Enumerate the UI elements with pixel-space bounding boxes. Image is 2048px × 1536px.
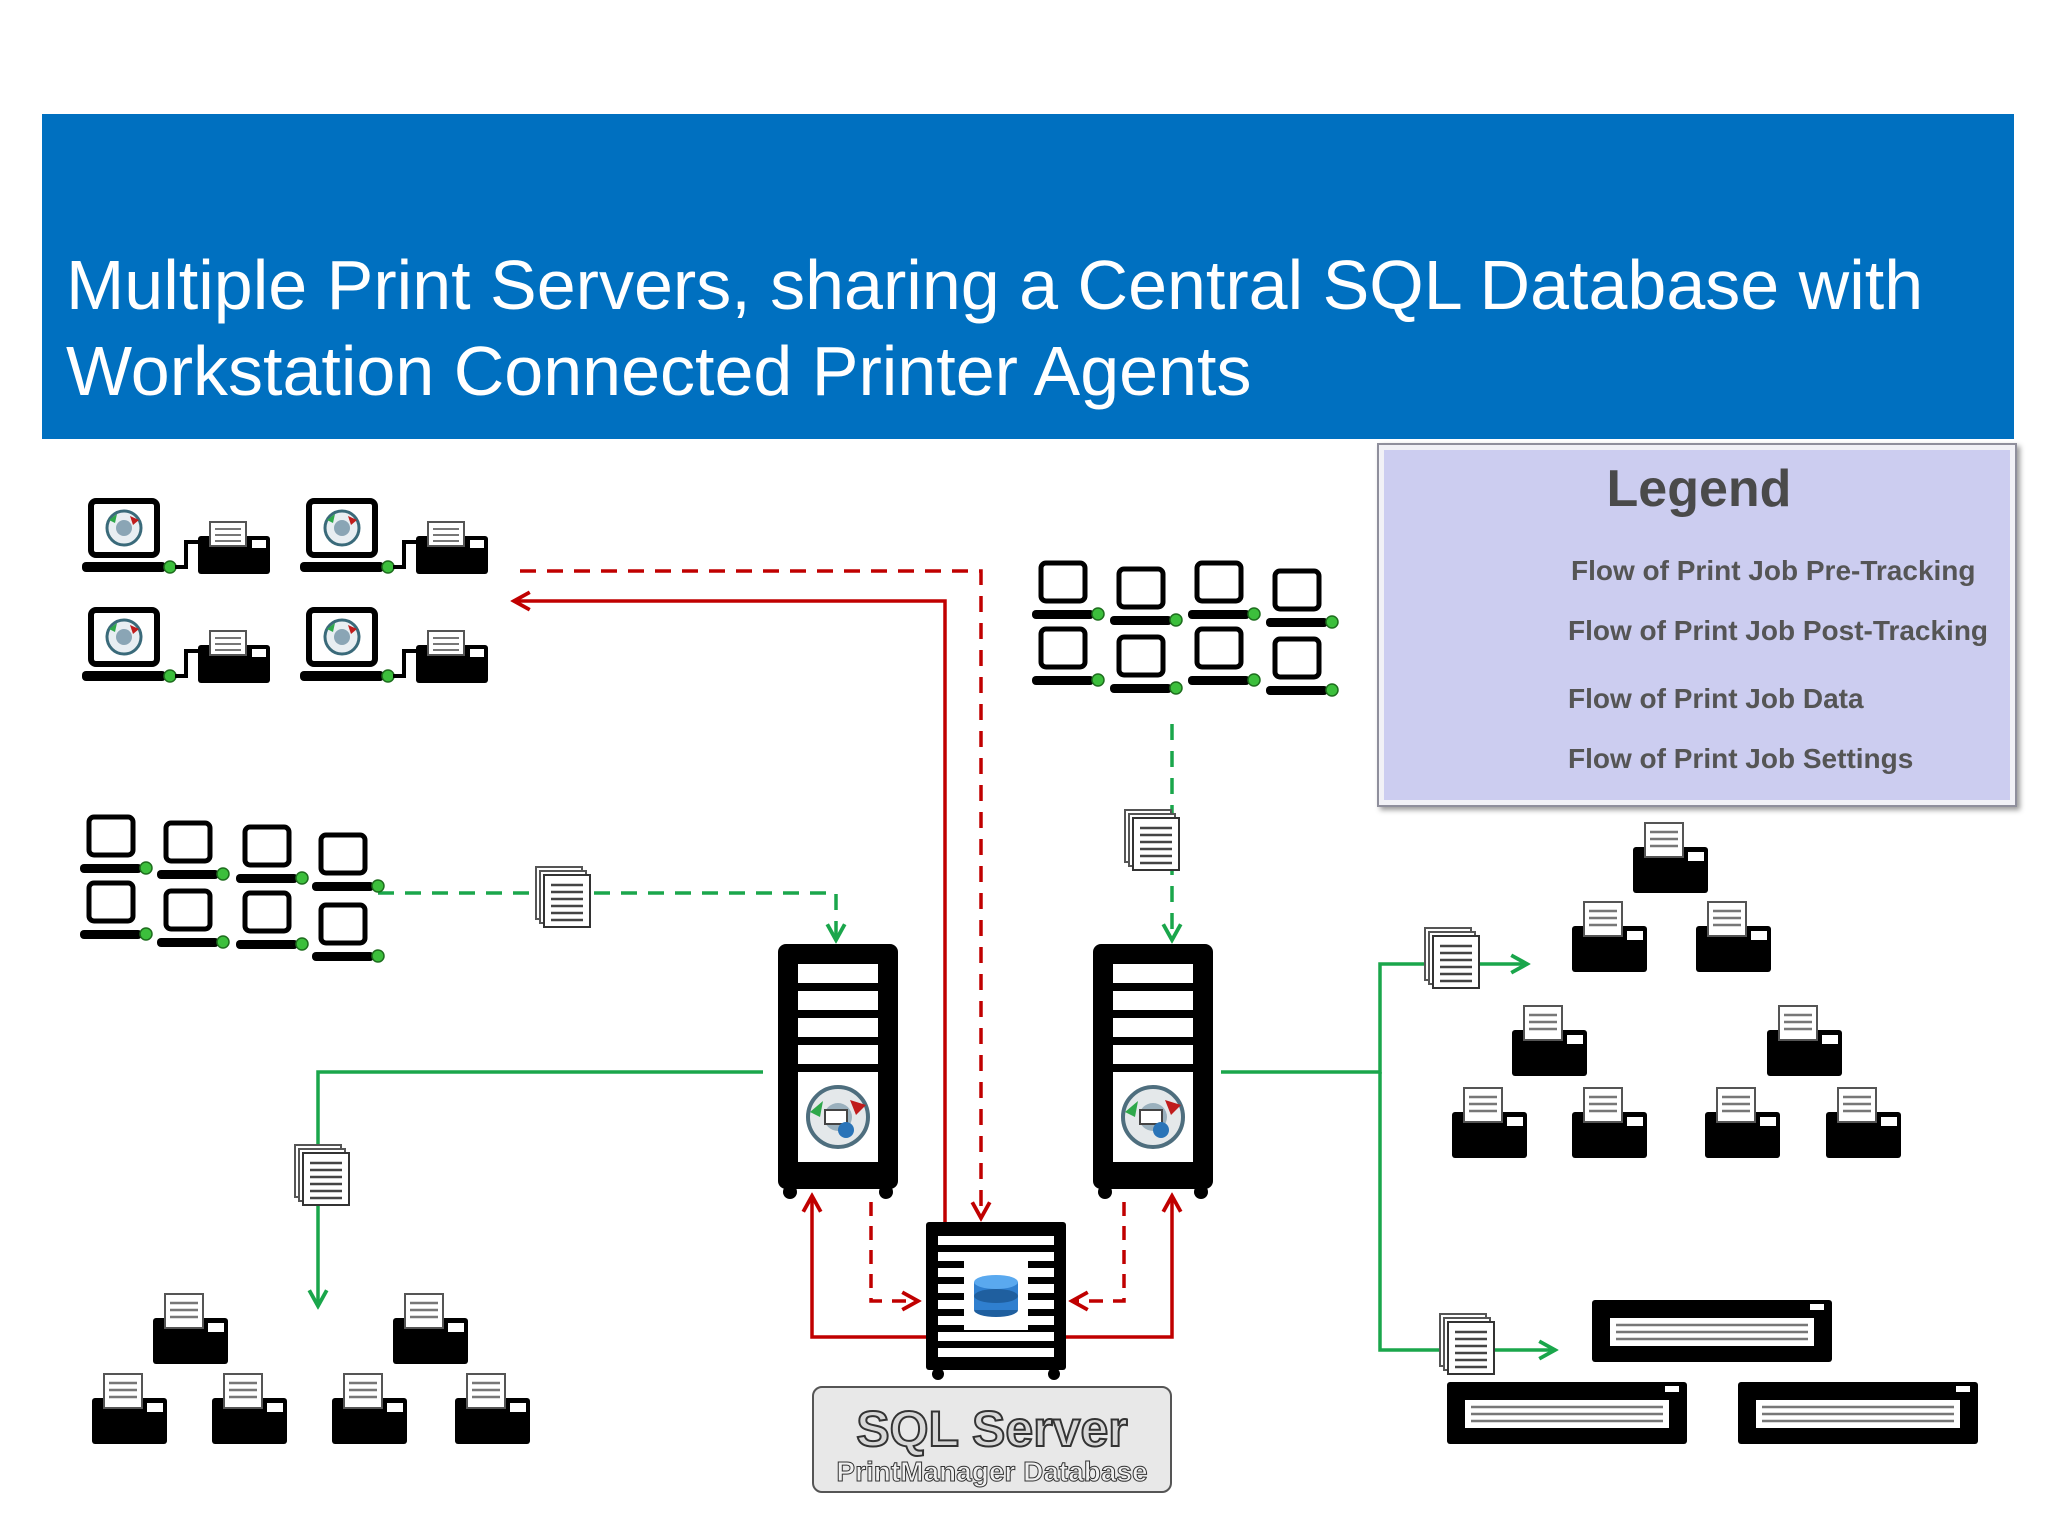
- workstation-icon: [312, 835, 384, 892]
- printer-icon: [391, 1292, 470, 1366]
- workstation-group-left: [80, 817, 384, 962]
- print-server-right: [1091, 942, 1215, 1201]
- workstation-icon: [236, 893, 308, 950]
- flow-posttracking-wide: [1378, 1072, 1555, 1350]
- flow-data-top: [520, 569, 981, 1218]
- printer-icon: [1510, 1004, 1589, 1078]
- workstation-icon: [157, 823, 229, 880]
- printer-icon: [1450, 1086, 1529, 1160]
- print-job-document-icon: [1123, 808, 1181, 872]
- printer-group-left: [90, 1292, 532, 1446]
- workstation-icon: [1188, 563, 1260, 620]
- printer-icon: [90, 1372, 169, 1446]
- printer-icon: [1703, 1086, 1782, 1160]
- workstation-icon: [1188, 629, 1260, 686]
- workstation-icon: [157, 891, 229, 948]
- page-title: Multiple Print Servers, sharing a Centra…: [66, 246, 1924, 410]
- print-job-document-icon: [1423, 926, 1481, 990]
- workstation-icon: [1266, 639, 1338, 696]
- workstation-icon: [1032, 563, 1104, 620]
- legend-title: Legend: [1606, 460, 1792, 518]
- printer-icon: [1631, 821, 1710, 895]
- printer-icon: [453, 1372, 532, 1446]
- printer-icon: [1694, 900, 1773, 974]
- flow-settings-left-server: [812, 1196, 926, 1339]
- flow-posttracking-left: [318, 1070, 763, 1306]
- legend-item-pre-tracking: Flow of Print Job Pre-Tracking: [1571, 555, 1976, 586]
- flow-data-right-server: [1072, 1202, 1126, 1301]
- sql-server-title: SQL Server: [855, 1401, 1128, 1457]
- printer-icon: [1765, 1004, 1844, 1078]
- workstation-icon: [1032, 629, 1104, 686]
- legend-item-settings: Flow of Print Job Settings: [1568, 743, 1914, 774]
- agent-workstation-icon: [300, 501, 488, 574]
- workstation-icon: [80, 883, 152, 940]
- print-job-document-icon: [1438, 1312, 1496, 1376]
- printer-icon: [1824, 1086, 1903, 1160]
- sql-database-server-icon: [926, 1222, 1066, 1380]
- legend-item-post-tracking: Flow of Print Job Post-Tracking: [1568, 615, 1989, 646]
- legend-box: Legend Flow of Print Job Pre-Tracking Fl…: [1377, 443, 2017, 807]
- wide-format-printer-icon: [1590, 1298, 1834, 1364]
- flow-pretracking-left: [378, 891, 836, 940]
- workstation-icon: [1110, 637, 1182, 694]
- printer-icon: [1570, 1086, 1649, 1160]
- workstation-icon: [1110, 569, 1182, 626]
- flow-posttracking-right: [1221, 964, 1527, 1074]
- title-bar: Multiple Print Servers, sharing a Centra…: [42, 114, 2014, 439]
- sql-server-label: SQL Server PrintManager Database: [812, 1386, 1172, 1493]
- printer-group-right: [1450, 821, 1903, 1160]
- wide-format-printer-icon: [1445, 1380, 1689, 1446]
- flow-settings-top: [514, 601, 947, 1228]
- sql-server-subtitle: PrintManager Database: [836, 1456, 1148, 1488]
- printer-icon: [210, 1372, 289, 1446]
- printer-icon: [330, 1372, 409, 1446]
- flow-settings-right-server: [1062, 1196, 1172, 1339]
- workstation-icon: [80, 817, 152, 874]
- flow-data-left-server: [869, 1202, 918, 1301]
- workstation-icon: [312, 905, 384, 962]
- agent-workstation-icon: [82, 501, 270, 574]
- workstation-icon: [1266, 571, 1338, 628]
- print-server-left: [776, 942, 900, 1201]
- print-job-document-icon: [534, 865, 592, 929]
- printer-icon: [151, 1292, 230, 1366]
- workstation-icon: [236, 827, 308, 884]
- legend-item-data: Flow of Print Job Data: [1568, 683, 1864, 714]
- workstation-group-top: [1032, 563, 1338, 696]
- printer-icon: [1570, 900, 1649, 974]
- wide-printer-group: [1445, 1298, 1980, 1446]
- wide-format-printer-icon: [1736, 1380, 1980, 1446]
- agent-workstation-icon: [82, 610, 270, 683]
- agent-workstation-group: [82, 501, 488, 683]
- agent-workstation-icon: [300, 610, 488, 683]
- print-job-document-icon: [293, 1143, 351, 1207]
